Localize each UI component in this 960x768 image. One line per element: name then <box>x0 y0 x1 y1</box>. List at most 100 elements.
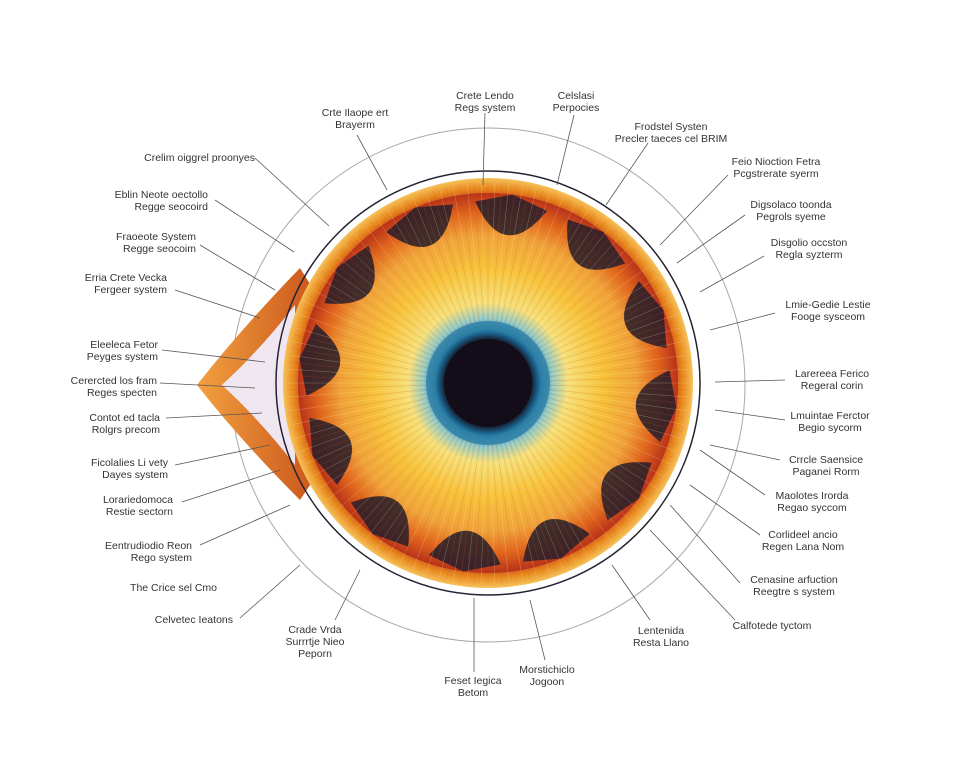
iris-fiber <box>543 409 668 471</box>
callout-label-line: Crte Ilaope ert <box>321 107 389 119</box>
iris-fiber <box>295 399 429 439</box>
callout-label-line: Cerercted los fram <box>70 375 157 387</box>
iris-fiber <box>318 415 436 490</box>
iris-fiber <box>343 425 444 523</box>
iris-fiber <box>540 276 658 351</box>
iris-fiber <box>339 424 443 518</box>
iris-fiber <box>527 229 617 336</box>
iris-fiber <box>359 229 449 336</box>
iris-fiber <box>492 183 503 322</box>
iris-fiber <box>547 399 681 439</box>
callout-label-line: Regge seocoim <box>123 243 196 255</box>
iris-lobe <box>429 530 501 572</box>
iris-fiber <box>330 259 440 346</box>
iris-fiber <box>288 375 427 382</box>
iris-fiber <box>532 243 633 341</box>
iris-fiber <box>453 444 478 581</box>
iris-fiber <box>439 443 474 578</box>
iris-fiber <box>506 192 551 325</box>
iris-fiber <box>522 434 601 549</box>
iris-fiber <box>459 444 480 582</box>
leader-line <box>181 469 281 503</box>
callout-label-line: Morstichiclo <box>519 664 575 676</box>
iris-fiber <box>308 295 433 357</box>
iris-fiber <box>514 203 576 328</box>
iris-fiber <box>545 307 674 361</box>
iris-fiber <box>548 395 684 425</box>
iris-fiber <box>322 417 437 496</box>
iris-fiber <box>544 407 671 465</box>
iris-fiber <box>311 288 434 355</box>
leader-line <box>161 349 266 363</box>
iris-fiber <box>292 395 428 425</box>
leader-line <box>356 134 388 191</box>
iris-fiber <box>387 209 458 330</box>
callout-label-line: Regs system <box>454 102 516 114</box>
leader-line <box>709 312 776 331</box>
iris-fiber <box>498 185 523 322</box>
iris-fiber <box>370 433 452 545</box>
callout-label-line: Maolotes Irorda <box>775 490 849 502</box>
callout-label-line: Eblin Neote oectollo <box>114 189 208 201</box>
callout-label-line: Peporn <box>298 648 332 660</box>
iris-fiber <box>412 197 466 326</box>
leader-line <box>605 142 649 206</box>
iris-fiber <box>375 434 454 549</box>
iris-fiber <box>289 361 427 377</box>
iris-lobe <box>601 462 652 521</box>
iris-fiber <box>539 270 654 349</box>
iris-fiber <box>536 259 646 346</box>
callout-label-line: Eentrudiodio Reon <box>105 540 192 552</box>
iris-fiber <box>334 422 441 512</box>
callout-label-line: Restie sectorn <box>105 506 173 518</box>
iris-fiber <box>293 334 428 369</box>
iris-fiber <box>339 248 443 342</box>
iris-fiber <box>500 443 530 579</box>
iris-lobe <box>299 324 341 396</box>
callout-label-line: Corlideel ancio <box>768 529 838 541</box>
iris-fiber <box>330 420 440 507</box>
iris-fiber <box>510 440 564 569</box>
iris-fiber <box>334 254 441 344</box>
leader-line <box>556 114 575 186</box>
iris-fiber <box>370 221 452 333</box>
callout-label-line: Dayes system <box>102 469 168 481</box>
iris-fiber <box>549 389 687 405</box>
iris-fiber <box>473 444 484 583</box>
iris-fiber <box>406 439 464 566</box>
iris-fiber <box>489 183 496 322</box>
iris-fiber <box>538 419 650 501</box>
iris-fiber <box>498 444 523 581</box>
iris-fiber <box>535 254 642 344</box>
leader-line <box>529 599 546 661</box>
iris-fiber <box>533 424 637 518</box>
iris-fiber <box>393 437 460 560</box>
iris-fiber <box>524 221 606 333</box>
iris-fiber <box>353 234 447 338</box>
iris-lobe <box>309 418 353 485</box>
iris-fiber <box>500 187 530 323</box>
iris-fiber <box>466 444 482 582</box>
iris-fiber <box>506 441 551 574</box>
iris-fiber <box>343 243 444 341</box>
callout-label: Calfotede tyctom <box>733 620 812 632</box>
iris-fiber <box>400 203 462 328</box>
iris-fiber <box>502 188 537 323</box>
iris-fiber <box>546 314 677 363</box>
iris-fiber <box>543 295 668 357</box>
iris-fiber <box>549 361 687 377</box>
iris-fiber <box>530 238 628 339</box>
iris-fiber <box>548 397 683 432</box>
iris-fiber <box>400 438 462 563</box>
callout-label-line: Reegtre s system <box>753 586 835 598</box>
iris-fiber <box>292 341 428 371</box>
callout-label-line: Lentenida <box>637 625 685 637</box>
iris-fiber <box>524 433 606 545</box>
